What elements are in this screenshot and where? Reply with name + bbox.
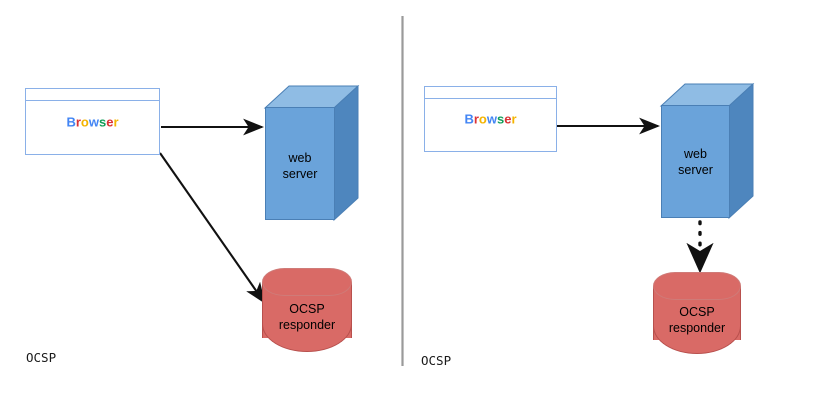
panel-caption-ocsp-stapling: OCSP Stapling	[421, 313, 481, 409]
browser-wordmark-letter-6: r	[511, 111, 517, 127]
browser-label-left: Browser	[26, 114, 159, 129]
browser-wordmark-letter-2: o	[478, 111, 487, 127]
browser-titlebar	[26, 89, 159, 101]
panel-caption-ocsp: OCSP	[26, 310, 56, 405]
ocsp-responder-label-line1: OCSP	[679, 305, 715, 319]
browser-wordmark-letter-0: B	[464, 111, 474, 127]
web-server-label-line1: web	[684, 147, 707, 161]
ocsp-responder-label-left: OCSP responder	[262, 301, 352, 333]
browser-wordmark-letter-4: s	[99, 114, 107, 129]
web-server-label-right: web server	[661, 146, 730, 178]
web-server-front-face	[265, 107, 335, 220]
panel-caption-ocsp-line1: OCSP	[26, 350, 57, 365]
browser-wordmark-letter-2: o	[80, 114, 89, 129]
arrow-browser-to-ocsp-left	[159, 152, 266, 304]
web-server-front-face	[661, 105, 730, 218]
ocsp-responder-label-line2: responder	[278, 318, 336, 332]
web-server-label-left: web server	[265, 150, 335, 182]
ocsp-responder-label-line1: OCSP	[289, 302, 325, 316]
browser-window-left[interactable]: Browser	[25, 88, 160, 155]
web-server-label-line1: web	[288, 151, 312, 165]
ocsp-responder-left[interactable]: OCSP responder	[262, 268, 352, 352]
panel-caption-stapling-line1: OCSP	[421, 353, 452, 368]
browser-wordmark-letter-1: r	[75, 114, 81, 129]
web-server-right-faces	[659, 82, 755, 220]
browser-label-right: Browser	[425, 112, 556, 127]
ocsp-responder-right[interactable]: OCSP responder	[653, 272, 741, 354]
browser-titlebar	[425, 87, 556, 99]
ocsp-responder-label-right: OCSP responder	[653, 304, 741, 336]
web-server-label-line2: server	[678, 163, 713, 177]
browser-wordmark-letter-5: e	[106, 114, 114, 129]
browser-window-right[interactable]: Browser	[424, 86, 557, 152]
cylinder-top	[262, 268, 352, 296]
cylinder-top	[653, 272, 741, 300]
ocsp-responder-label-line2: responder	[668, 321, 726, 335]
web-server-left-faces	[263, 84, 360, 222]
web-server-right[interactable]: web server	[661, 84, 753, 218]
browser-wordmark-letter-6: r	[113, 114, 119, 129]
browser-wordmark-letter-4: s	[497, 111, 505, 127]
browser-wordmark-letter-3: w	[486, 111, 497, 127]
browser-wordmark-letter-5: e	[504, 111, 512, 127]
browser-wordmark-letter-0: B	[66, 114, 76, 129]
browser-wordmark-letter-1: r	[473, 111, 479, 127]
web-server-left[interactable]: web server	[265, 86, 358, 220]
web-server-label-line2: server	[282, 167, 318, 181]
browser-wordmark-letter-3: w	[88, 114, 99, 129]
